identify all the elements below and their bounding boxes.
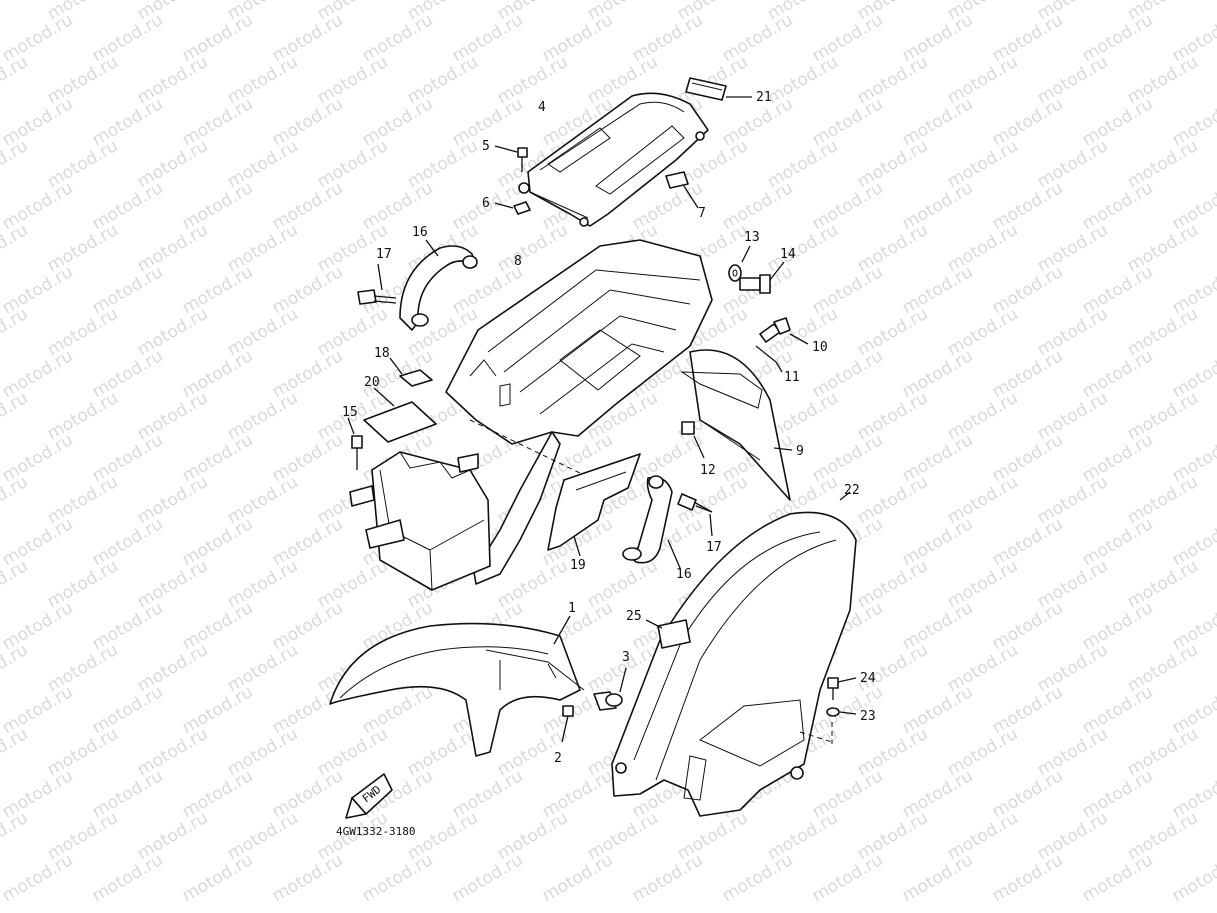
callout-22: 22	[844, 483, 860, 498]
watermark-text: motod.ru	[1079, 850, 1157, 906]
part-16-grab-handle-bottom	[622, 475, 681, 569]
callout-7: 7	[698, 206, 706, 221]
part-18-pad	[389, 357, 433, 387]
watermark-text: motod.ru	[989, 850, 1067, 906]
callout-10: 10	[812, 340, 828, 355]
part-7-pad	[665, 171, 699, 209]
watermark-text: motod.ru	[179, 850, 257, 906]
callout-5: 5	[482, 139, 490, 154]
callout-21: 21	[756, 90, 772, 105]
callout-11: 11	[784, 370, 800, 385]
callout-13: 13	[744, 230, 760, 245]
watermark-text: motod.ru	[269, 850, 347, 906]
part-20-pad	[363, 387, 437, 443]
fwd-arrow: FWD	[345, 773, 393, 819]
watermark-text: motod.ru	[809, 850, 887, 906]
part-10-bolt	[759, 317, 809, 345]
part-24-bolt	[827, 677, 857, 700]
part-5-bolt	[494, 145, 528, 172]
part-6-nut	[494, 201, 531, 215]
callout-18: 18	[374, 346, 390, 361]
callout-19: 19	[570, 558, 586, 573]
watermark-text: motod.ru	[719, 850, 797, 906]
part-14-bolt	[739, 261, 785, 294]
part-12-nut	[681, 421, 705, 459]
callout-4: 4	[538, 100, 546, 115]
part-4-seat-cowl	[518, 92, 709, 227]
part-22-hugger	[611, 491, 857, 817]
callout-1: 1	[568, 601, 576, 616]
watermark-text: motod.ru	[899, 850, 977, 906]
part-1-front-fender	[329, 615, 585, 757]
callout-17-top: 17	[376, 247, 392, 262]
part-23-washer	[826, 707, 857, 717]
part-17-bolt-top	[357, 263, 397, 305]
part-17-bolt-bottom	[677, 493, 713, 537]
watermark-text: motod.ru	[89, 850, 167, 906]
callout-16-bottom: 16	[676, 567, 692, 582]
callout-6: 6	[482, 196, 490, 211]
callout-2: 2	[554, 751, 562, 766]
battery-box	[349, 451, 491, 591]
callout-14: 14	[780, 247, 796, 262]
part-16-grab-handle-top	[399, 239, 478, 331]
part-11-pin	[755, 345, 783, 373]
callout-20: 20	[364, 375, 380, 390]
callout-labels: 21 4 5 6 7 8 16 17 13 14 10 11 9 12 18 2…	[342, 90, 876, 766]
callout-25: 25	[626, 609, 642, 624]
watermark-text: motod.ru	[0, 0, 31, 24]
watermark-text: motod.ru	[359, 850, 437, 906]
part-13-washer	[728, 245, 751, 282]
watermark-text: motod.ru	[539, 850, 617, 906]
callout-17-bottom: 17	[706, 540, 722, 555]
callout-15: 15	[342, 405, 358, 420]
part-2-bolt	[561, 705, 574, 743]
part-8-rear-fender	[445, 239, 713, 585]
watermark-text: motod.ru	[0, 850, 76, 906]
part-25-label	[645, 619, 691, 649]
watermark-text: motod.ru	[629, 850, 707, 906]
watermark-text: motod.ru	[449, 850, 527, 906]
part-21-label	[685, 77, 752, 101]
part-9-flap	[680, 349, 793, 501]
part-19-shield	[547, 453, 641, 557]
part-15-bolt	[347, 417, 363, 470]
part-3-grommet	[593, 667, 627, 711]
callout-16-top: 16	[412, 225, 428, 240]
callout-3: 3	[622, 650, 630, 665]
callout-9: 9	[796, 444, 804, 459]
callout-24: 24	[860, 671, 876, 686]
watermark-text: motod.ru	[1169, 850, 1217, 906]
callout-8: 8	[514, 254, 522, 269]
callout-12: 12	[700, 463, 716, 478]
callout-23: 23	[860, 709, 876, 724]
diagram-code: 4GW1332-3180	[336, 825, 415, 838]
